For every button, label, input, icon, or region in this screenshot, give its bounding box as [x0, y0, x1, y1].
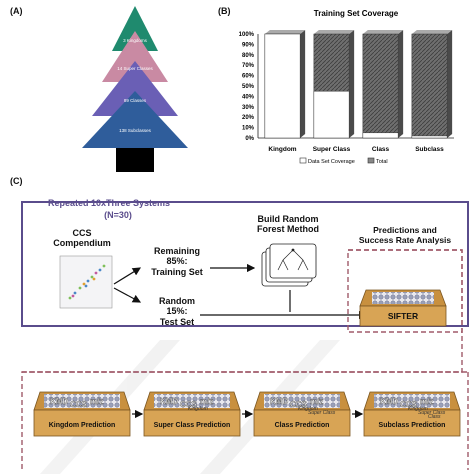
- stage-tag: CCS: [70, 400, 88, 409]
- stage-tag: CCS: [290, 400, 308, 409]
- y-tick-label: 60%: [242, 74, 255, 80]
- random-forest-icon: [261, 243, 317, 287]
- tree-tier-subclass: [82, 91, 188, 148]
- bar-coverage: [411, 135, 448, 139]
- tree-tier-class: [92, 61, 178, 116]
- y-tick-label: 0%: [245, 136, 254, 142]
- bar-top: [313, 30, 355, 34]
- test-set-label: Random 15%: Test Set: [159, 296, 195, 327]
- stage-tag: m/z: [90, 397, 103, 406]
- stage-tag: CCS: [400, 400, 418, 409]
- stage-extra: Super Class: [418, 410, 446, 416]
- panel-label-a: (A): [10, 6, 23, 16]
- stage-tag: m/z: [420, 397, 433, 406]
- sifter-icon: [359, 289, 447, 327]
- training-set-label: Remaining 85%: Training Set: [151, 246, 203, 277]
- y-tick-label: 90%: [242, 42, 255, 48]
- bar-top: [362, 30, 404, 34]
- chart-legend: Data Set Coverage Total: [299, 157, 388, 165]
- category-label: Subclass: [415, 146, 444, 153]
- chart-title: Training Set Coverage: [314, 9, 399, 18]
- frame-subtitle: (N=30): [104, 210, 132, 220]
- frame-title: Repeated 10xThree Systems: [48, 198, 171, 208]
- y-tick-label: 70%: [242, 63, 255, 69]
- stage-extra: Super Class: [308, 410, 336, 416]
- y-tick-label: 100%: [239, 32, 255, 38]
- panel-label-b: (B): [218, 6, 231, 16]
- stage-label: Subclass Prediction: [379, 422, 446, 429]
- stage-extra: Kingdom: [408, 406, 428, 412]
- legend-swatch-coverage: [299, 157, 307, 164]
- bar-side: [447, 30, 453, 138]
- bar-total: [411, 33, 448, 139]
- bar-side: [300, 30, 306, 138]
- stage-extra: Class: [428, 414, 441, 420]
- stage-extra: Kingdom: [298, 406, 318, 412]
- tree-trunk: [116, 148, 154, 172]
- stage-label: Super Class Prediction: [154, 422, 231, 429]
- stage-label: Kingdom Prediction: [49, 422, 116, 429]
- arrow-to-training: [113, 267, 142, 285]
- category-label: Super Class: [313, 146, 351, 153]
- y-tick-label: 80%: [242, 53, 255, 59]
- y-tick-label: 20%: [242, 115, 255, 121]
- y-tick-label: 40%: [242, 94, 255, 100]
- tier-label-subclass: 138 Subclasses: [119, 128, 152, 133]
- tree-tier-kingdom: [112, 6, 158, 51]
- stage-label: Class Prediction: [275, 422, 330, 429]
- y-tick-label: 30%: [242, 105, 255, 111]
- stage-tag: KMD: [50, 397, 68, 406]
- tree-tier-superclass: [102, 31, 168, 82]
- tier-label-kingdom: 3 Kingdoms: [123, 38, 148, 43]
- tier-label-class: 89 Classes: [124, 98, 147, 103]
- stage-tag: m/z: [200, 397, 213, 406]
- scatter-points: [68, 264, 106, 300]
- ccs-compendium-label: CCS Compendium: [53, 228, 111, 249]
- panel-label-c: (C): [10, 176, 23, 186]
- stage-tag: KMD: [270, 397, 288, 406]
- stage-extra: Kingdom: [188, 406, 208, 412]
- coverage-chart: Training Set Coverage 0% 10% 20% 30% 40% 50% 6…: [239, 9, 454, 165]
- lower-dashed-box: [22, 371, 469, 470]
- arrow-to-test: [113, 287, 142, 303]
- ccs-scatter-thumbnail: [59, 255, 113, 309]
- tier-label-superclass: 14 Super Classes: [117, 66, 153, 71]
- y-tick-label: 50%: [242, 84, 255, 90]
- category-label: Class: [372, 146, 390, 153]
- bar-total: [362, 33, 399, 139]
- taxonomy-tree: 3 Kingdoms 14 Super Classes 89 Classes 1…: [82, 6, 188, 172]
- legend-swatch-total: [367, 157, 375, 164]
- predictions-label: Predictions and Success Rate Analysis: [358, 225, 452, 245]
- bar-coverage: [362, 132, 399, 139]
- bar-coverage: [264, 33, 301, 139]
- bar-top: [411, 30, 453, 34]
- stage-tag: KMD: [160, 397, 178, 406]
- legend-coverage: Data Set Coverage: [308, 159, 355, 165]
- stage-tag: m/z: [310, 397, 323, 406]
- bar-coverage: [313, 90, 350, 139]
- sifter-label: SIFTER: [387, 311, 419, 321]
- legend-total: Total: [376, 159, 388, 165]
- stage-tag: KMD: [380, 397, 398, 406]
- category-label: Kingdom: [268, 146, 296, 153]
- sifter-dashed-box: [347, 249, 463, 333]
- y-tick-label: 10%: [242, 126, 255, 132]
- build-forest-label: Build Random Forest Method: [257, 214, 319, 235]
- stage-tag: CCS: [180, 400, 198, 409]
- bar-side: [398, 30, 404, 138]
- repeated-systems-frame: [21, 201, 469, 327]
- bar-top: [264, 30, 306, 34]
- bar-side: [349, 30, 355, 138]
